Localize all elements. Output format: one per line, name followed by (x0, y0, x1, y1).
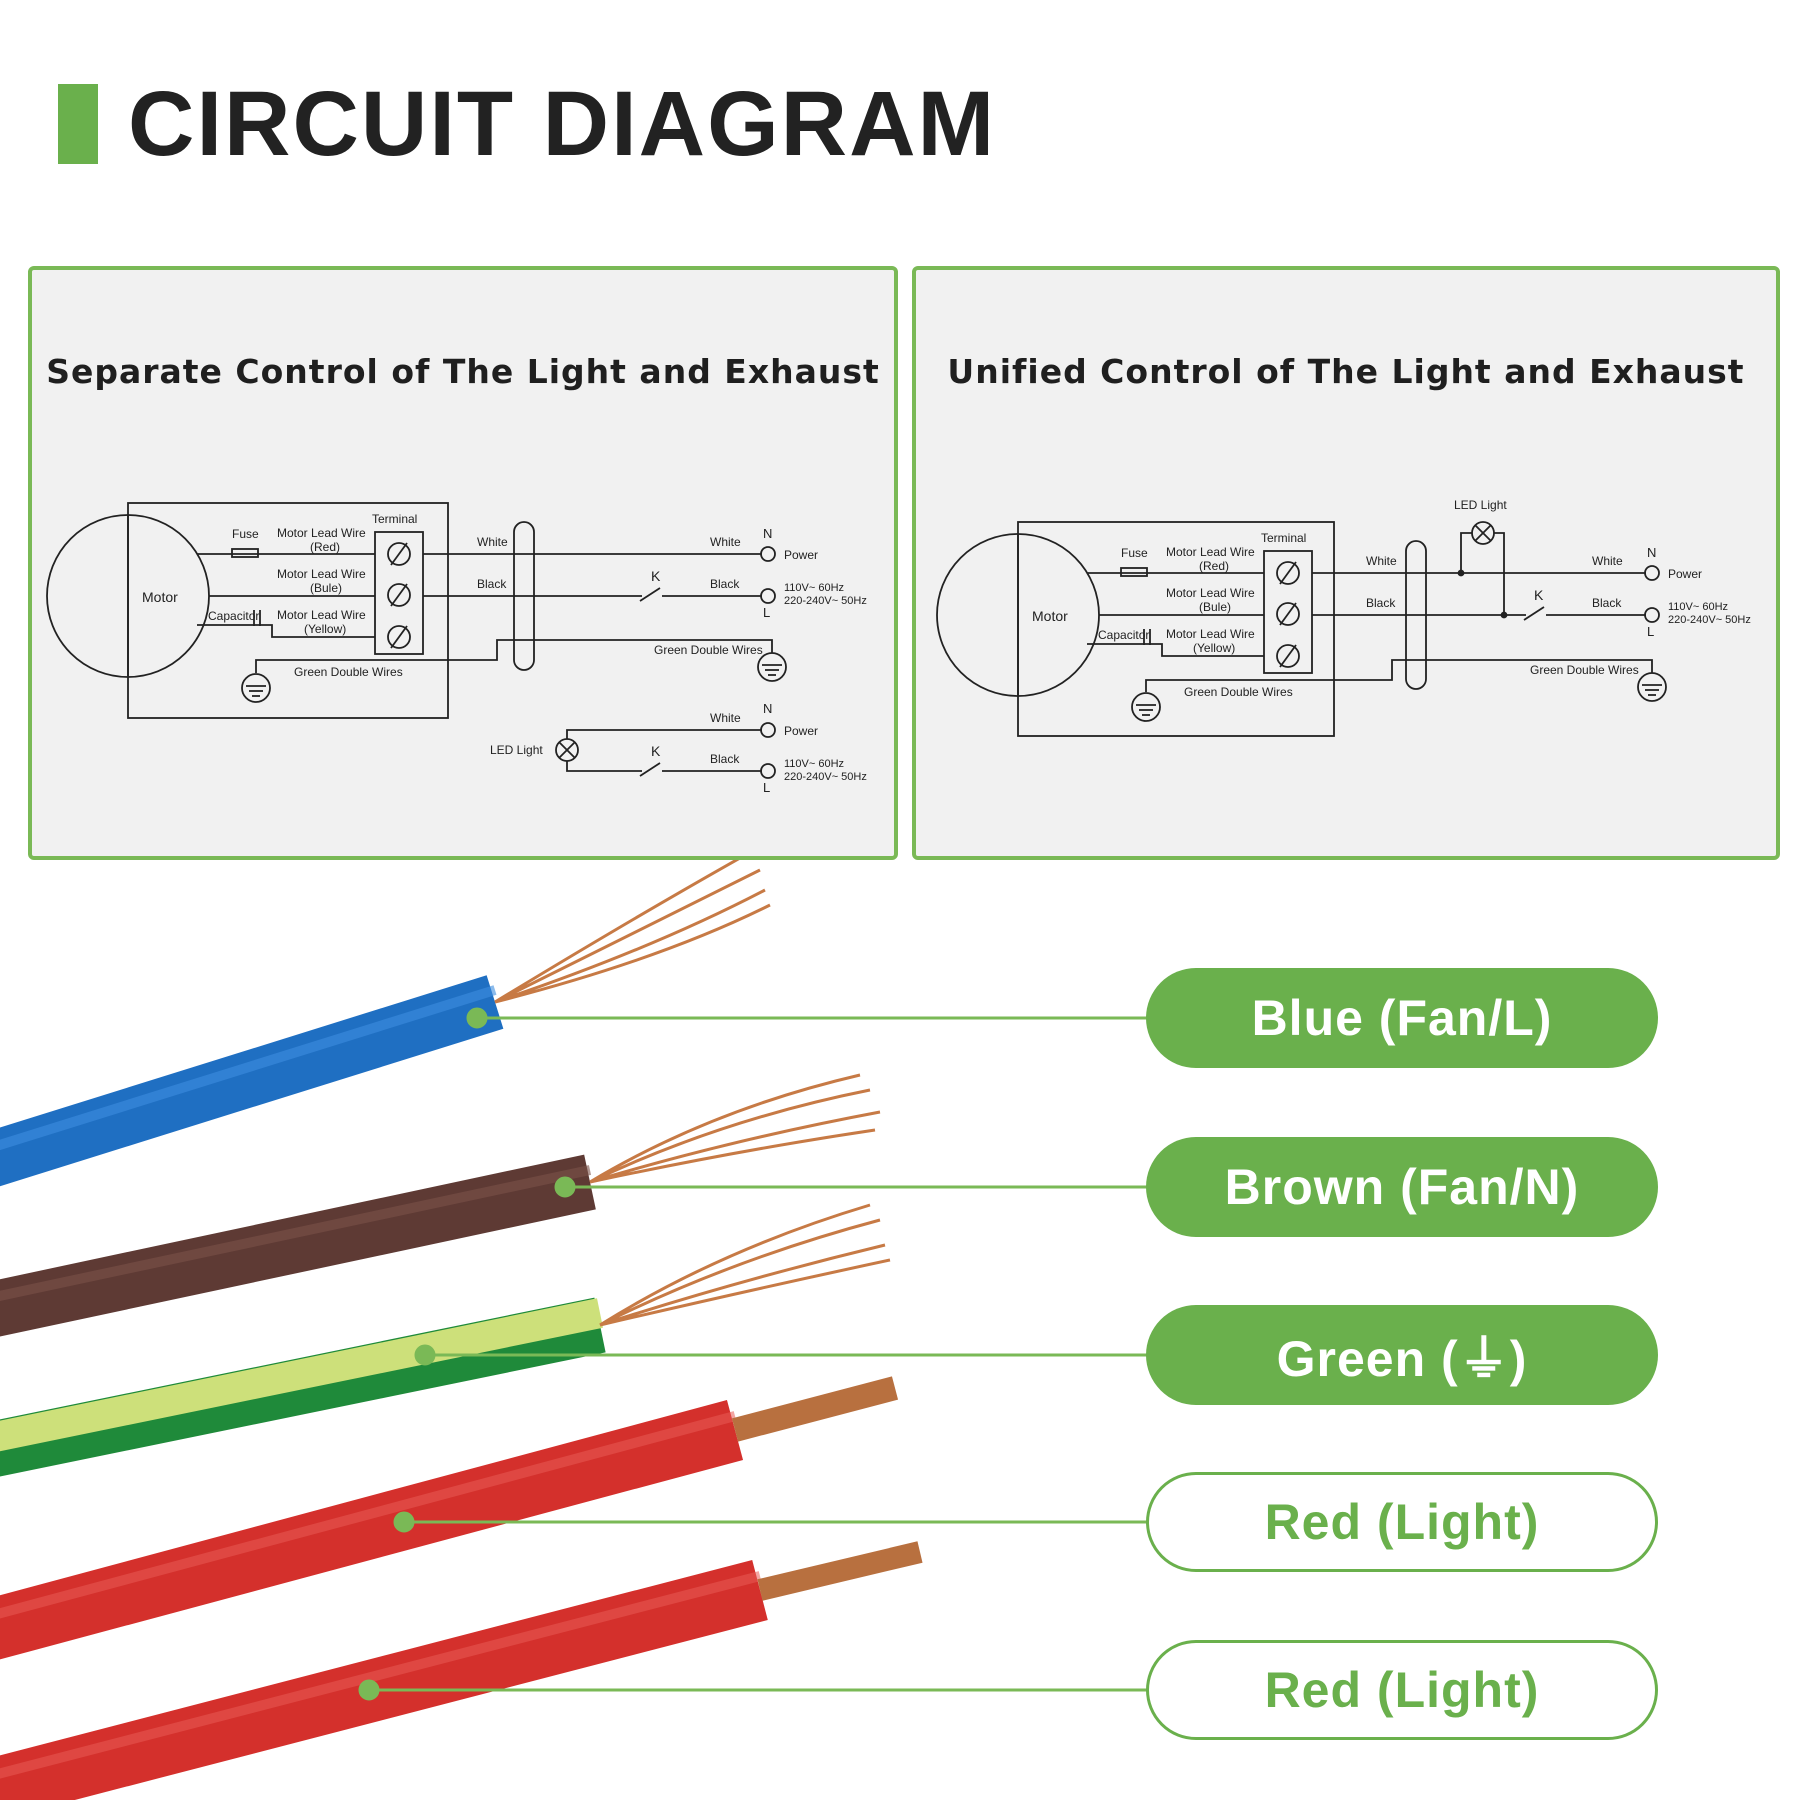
black-wire-label-3: Black (710, 752, 740, 766)
black-wire-label: Black (1366, 596, 1396, 610)
voltage-label-2: 220-240V~ 50Hz (1668, 614, 1751, 626)
unified-control-panel: Unified Control of The Light and Exhaust… (912, 266, 1780, 860)
blue-wire (0, 860, 771, 1187)
separate-control-panel: Separate Control of The Light and Exhaus… (28, 266, 898, 860)
power-label: Power (784, 548, 818, 562)
lead-wire-yellow-color: (Yellow) (1193, 641, 1235, 655)
legend-pill-brown: Brown (Fan/N) (1146, 1137, 1658, 1237)
switch-k-label: K (651, 568, 661, 584)
white-wire-label-3: White (710, 711, 741, 725)
terminal-label: Terminal (372, 512, 417, 526)
leader-dot-red-2 (358, 1679, 380, 1701)
terminal-n (1644, 565, 1660, 581)
legend-pill-red-2: Red (Light) (1146, 1640, 1658, 1740)
n-label-2: N (763, 701, 772, 716)
white-wire-label-2: White (710, 535, 741, 549)
green-double-wires-label-1: Green Double Wires (294, 665, 403, 679)
page-title: CIRCUIT DIAGRAM (128, 73, 997, 175)
leader-dot-red-1 (393, 1511, 415, 1533)
voltage-label-2: 220-240V~ 50Hz (784, 595, 867, 607)
l-label-2: L (763, 780, 770, 795)
lead-wire-red-label: Motor Lead Wire (277, 526, 366, 540)
fuse-label: Fuse (1121, 546, 1148, 560)
black-wire-label-2: Black (710, 577, 740, 591)
l-label: L (763, 605, 770, 620)
lead-wire-yellow-label: Motor Lead Wire (1166, 627, 1255, 641)
n-label: N (763, 526, 772, 541)
brown-wire (0, 1073, 881, 1337)
green-double-wires-label-1: Green Double Wires (1184, 685, 1293, 699)
lead-wire-blue-label: Motor Lead Wire (1166, 586, 1255, 600)
lead-wire-blue-label: Motor Lead Wire (277, 567, 366, 581)
terminal-n-2 (760, 722, 776, 738)
wires-illustration (0, 860, 1148, 1800)
terminal-l (760, 588, 776, 604)
power-label: Power (1668, 567, 1702, 581)
separate-control-schematic: Motor Fuse Terminal Motor Lead Wire (Red… (46, 502, 867, 795)
green-double-wires-label-2: Green Double Wires (654, 643, 763, 657)
ground-symbol-1 (241, 673, 271, 703)
terminal-l-2 (760, 763, 776, 779)
lead-wire-red-label: Motor Lead Wire (1166, 545, 1255, 559)
terminal-n (760, 546, 776, 562)
motor-label: Motor (1032, 608, 1068, 624)
voltage-label-4: 220-240V~ 50Hz (784, 771, 867, 783)
fuse-symbol (1120, 567, 1148, 577)
lead-wire-yellow-label: Motor Lead Wire (277, 608, 366, 622)
white-wire-label: White (477, 535, 508, 549)
terminal-l (1644, 607, 1660, 623)
ground-symbol-1 (1131, 692, 1161, 722)
fuse-symbol (231, 548, 259, 558)
legend-pill-green: Green (⏚) (1146, 1305, 1658, 1405)
capacitor-label: Capacitor (208, 609, 259, 623)
leader-dot-green (414, 1344, 436, 1366)
unified-control-schematic: Motor Fuse Terminal Motor Lead Wire (Red… (936, 498, 1751, 737)
lead-wire-blue-color: (Bule) (1199, 600, 1231, 614)
leader-dot-blue (466, 1007, 488, 1029)
fuse-label: Fuse (232, 527, 259, 541)
housing-box (1017, 521, 1335, 737)
motor-label: Motor (142, 589, 178, 605)
ground-symbol-2 (1637, 672, 1667, 702)
terminal-label: Terminal (1261, 531, 1306, 545)
voltage-label-1: 110V~ 60Hz (1668, 601, 1728, 613)
ground-symbol-2 (757, 652, 787, 682)
black-wire-label: Black (477, 577, 507, 591)
n-label: N (1647, 545, 1656, 560)
voltage-label-3: 110V~ 60Hz (784, 758, 844, 770)
voltage-label-1: 110V~ 60Hz (784, 582, 844, 594)
housing-box (127, 502, 449, 719)
title-accent-bar (58, 84, 98, 164)
l-label: L (1647, 624, 1654, 639)
green-double-wires-label-2: Green Double Wires (1530, 663, 1639, 677)
white-wire-label-2: White (1592, 554, 1623, 568)
lead-wire-blue-color: (Bule) (310, 581, 342, 595)
switch-k-label-2: K (651, 743, 661, 759)
green-yellow-wire (0, 1203, 891, 1477)
legend-pill-red-1: Red (Light) (1146, 1472, 1658, 1572)
terminal-block (1263, 550, 1313, 674)
black-wire-label-2: Black (1592, 596, 1622, 610)
lead-wire-red-color: (Red) (1199, 559, 1229, 573)
lead-wire-red-color: (Red) (310, 540, 340, 554)
white-wire-label: White (1366, 554, 1397, 568)
led-light-label: LED Light (490, 743, 543, 757)
legend-pill-blue: Blue (Fan/L) (1146, 968, 1658, 1068)
switch-k-label: K (1534, 587, 1544, 603)
capacitor-label: Capacitor (1098, 628, 1149, 642)
leader-dot-brown (554, 1176, 576, 1198)
panel-title: Unified Control of The Light and Exhaust (947, 352, 1745, 391)
terminal-block (374, 531, 424, 655)
led-light-label: LED Light (1454, 498, 1507, 512)
red-wire-1 (0, 1376, 899, 1660)
power-label-2: Power (784, 724, 818, 738)
lead-wire-yellow-color: (Yellow) (304, 622, 346, 636)
panel-title: Separate Control of The Light and Exhaus… (46, 352, 880, 391)
